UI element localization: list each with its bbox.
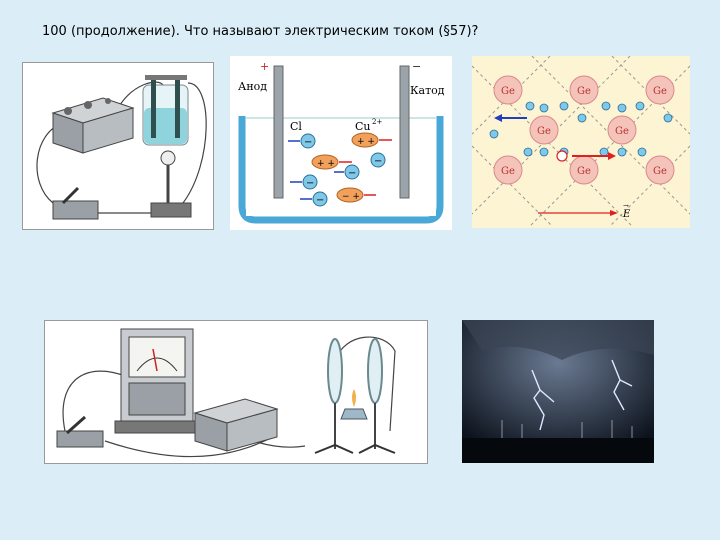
- gas-discharge-circuit-illustration: [44, 320, 428, 464]
- chloride-ion: −: [300, 191, 328, 207]
- slide-title: 100 (продолжение). Что называют электрич…: [42, 24, 479, 39]
- svg-text:−: −: [374, 156, 382, 167]
- copper-charge: 2+: [372, 118, 382, 126]
- electrolysis-circuit-illustration: [22, 62, 214, 230]
- cathode-label: Катод: [410, 84, 445, 97]
- svg-text:+ +: + +: [317, 159, 335, 169]
- svg-text:−: −: [316, 195, 324, 206]
- anode-label: Анод: [238, 80, 267, 93]
- chlorine-label: Cl: [290, 120, 302, 133]
- atom-label: Ge: [501, 166, 515, 177]
- copper-ion: − +: [336, 187, 376, 203]
- svg-text:−: −: [306, 178, 314, 189]
- atom-label: Ge: [653, 166, 667, 177]
- atom-label: Ge: [653, 86, 667, 97]
- atom-label: Ge: [615, 126, 629, 137]
- copper-label: Cu: [355, 120, 371, 133]
- chloride-ion: −: [290, 174, 318, 190]
- svg-text:− +: − +: [342, 192, 360, 202]
- svg-text:−: −: [348, 168, 356, 179]
- field-vector-arrow: →: [623, 202, 629, 210]
- field-label: E: [622, 209, 631, 220]
- copper-ion: + +: [351, 132, 392, 148]
- atom-label: Ge: [577, 86, 591, 97]
- atom-label: Ge: [537, 126, 551, 137]
- chloride-ion: −: [370, 152, 386, 168]
- svg-text:+ +: + +: [357, 137, 375, 147]
- chloride-ion: −: [334, 164, 360, 180]
- germanium-lattice-diagram: Ge Ge Ge Ge Ge Ge Ge Ge E →: [472, 56, 690, 228]
- atom-label: Ge: [501, 86, 515, 97]
- electrolysis-ion-diagram: + − Анод Катод Cl Cu 2+ − + + + +: [230, 56, 452, 230]
- chloride-ion: −: [288, 133, 316, 149]
- copper-ion: + +: [311, 154, 352, 170]
- svg-text:−: −: [304, 137, 312, 148]
- cathode-sign: −: [412, 60, 421, 73]
- atom-label: Ge: [577, 166, 591, 177]
- lightning-photo: [462, 320, 654, 463]
- anode-sign: +: [260, 60, 269, 73]
- hole-marker: [556, 150, 568, 162]
